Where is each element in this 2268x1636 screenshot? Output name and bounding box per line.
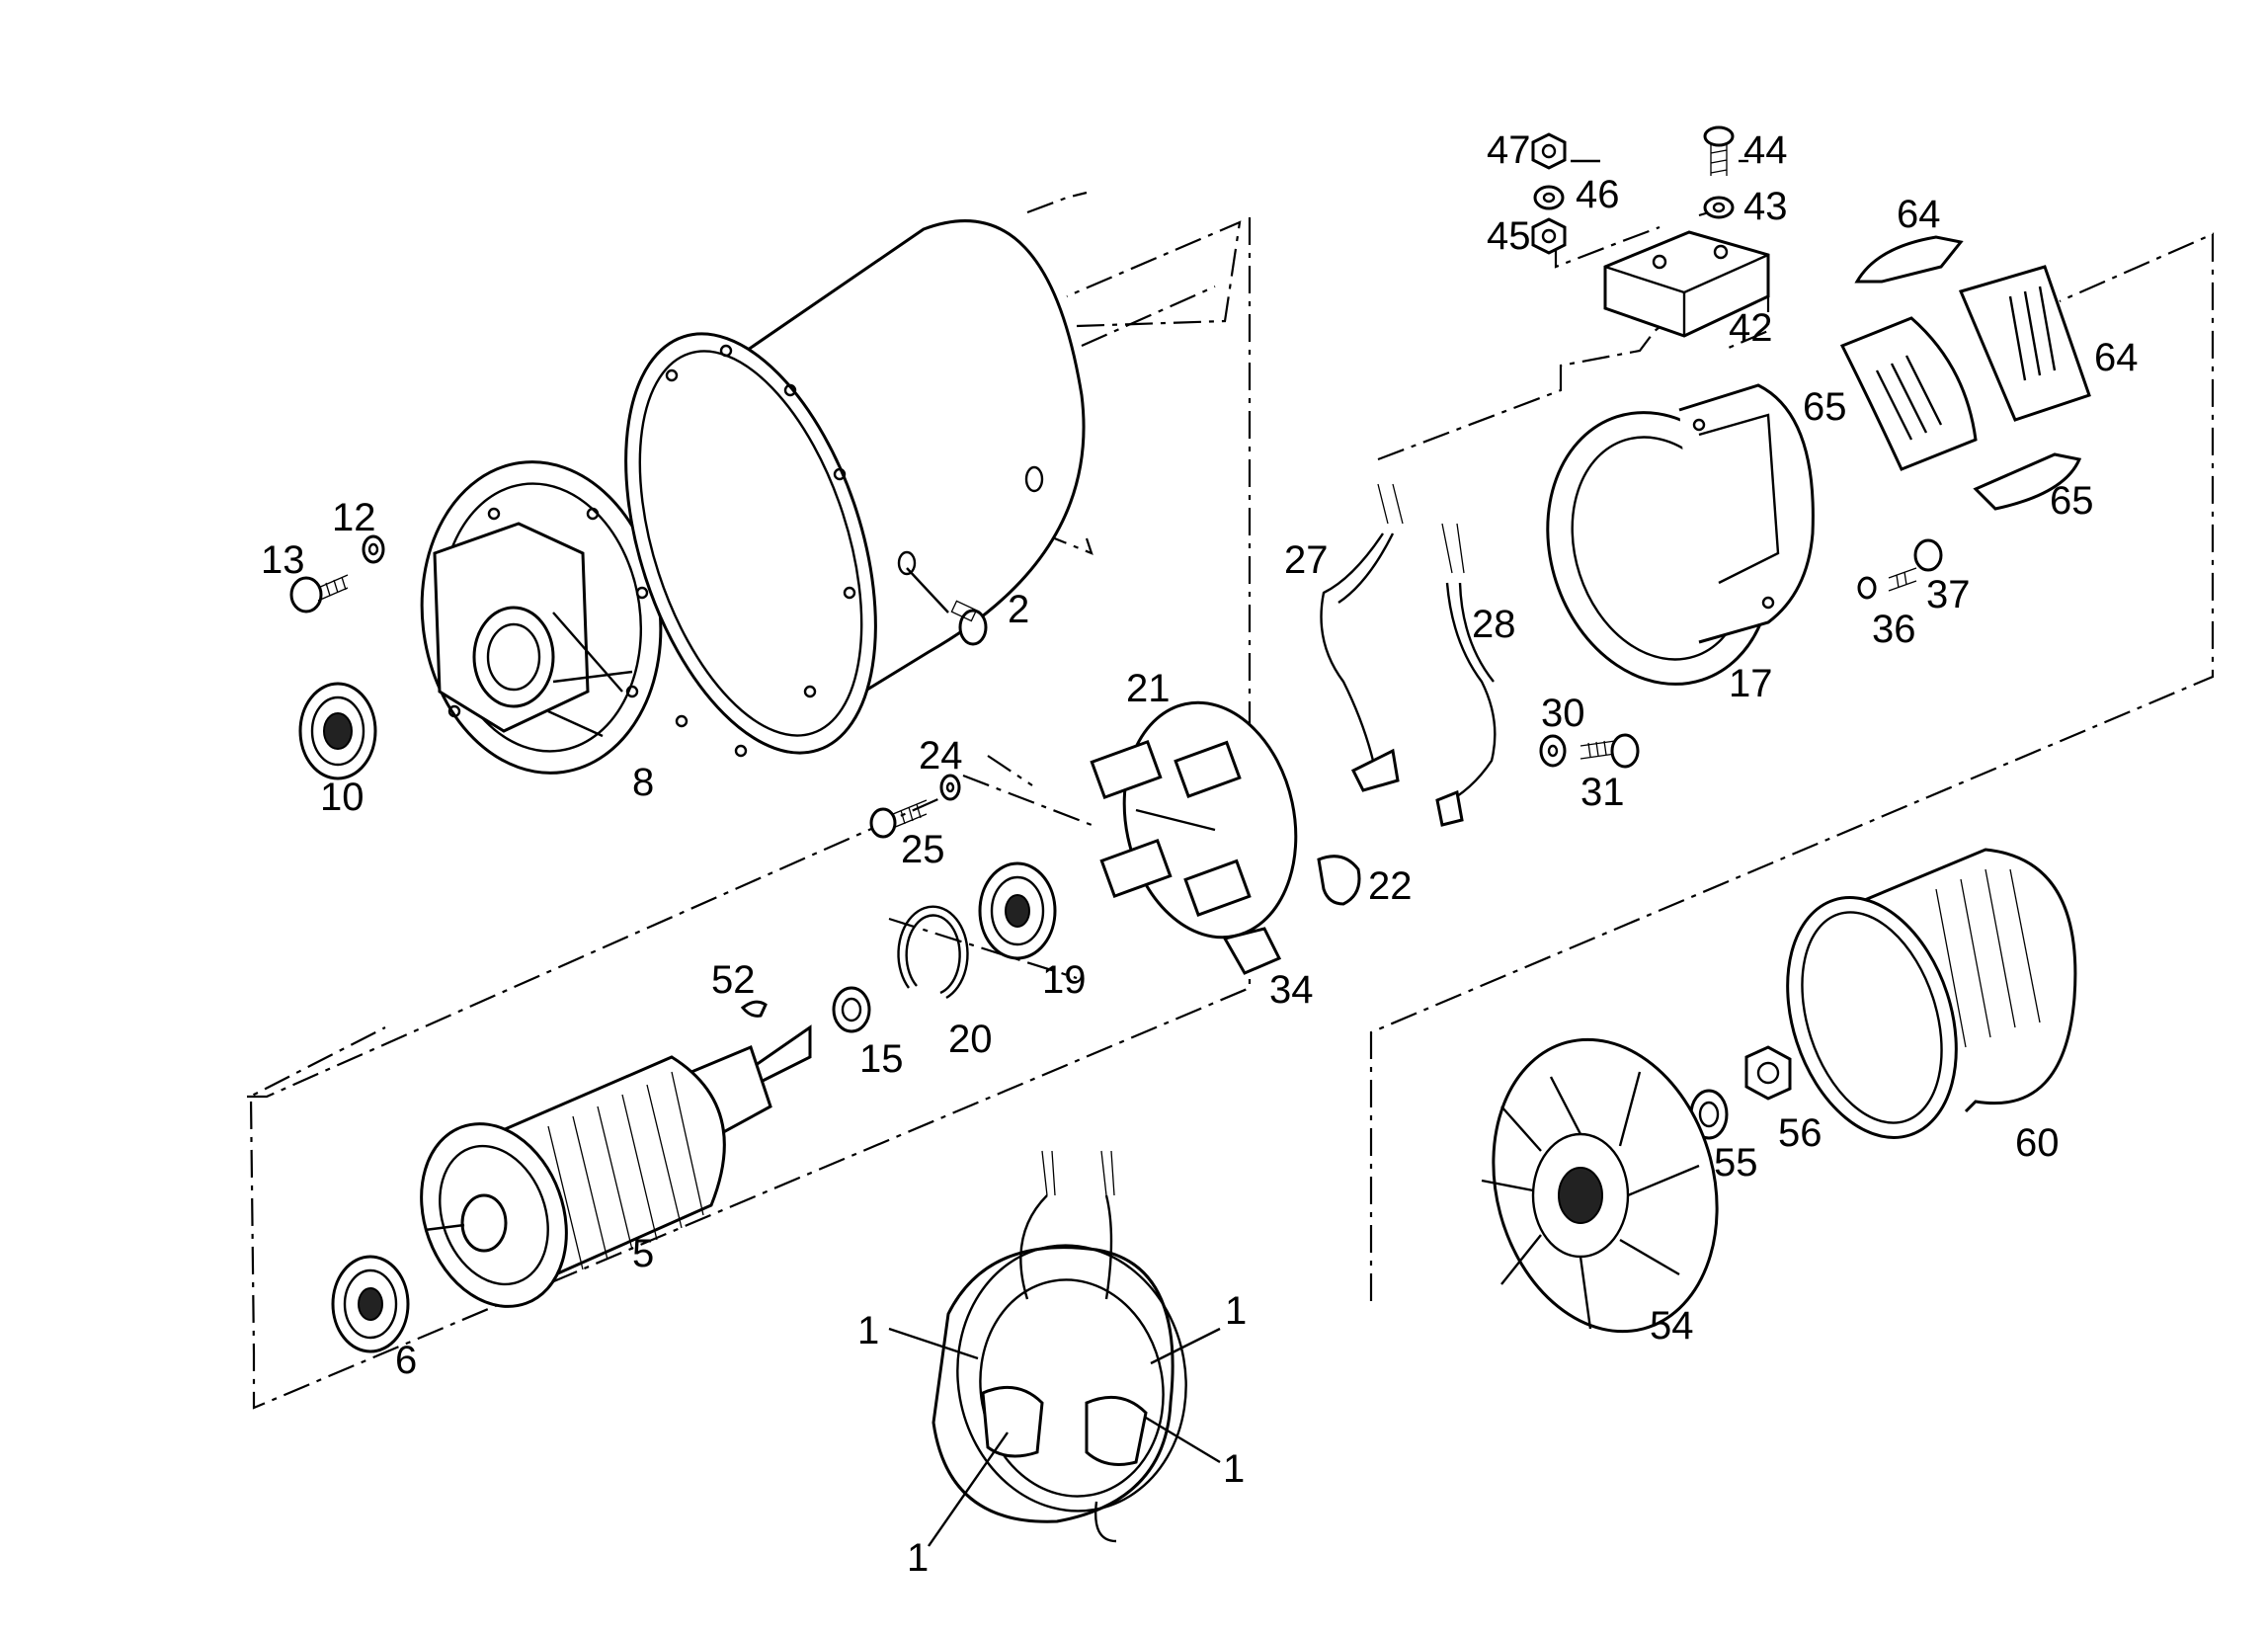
label-part-43: 43	[1743, 185, 1788, 228]
screw-part-44	[1703, 125, 1735, 176]
retaining-ring-part-20	[897, 905, 969, 1000]
label-part-27: 27	[1284, 538, 1329, 582]
brush-holder-part-21	[1090, 700, 1298, 940]
washer-part-24	[939, 774, 961, 801]
label-part-15: 15	[859, 1037, 904, 1081]
label-part-47: 47	[1487, 128, 1531, 172]
label-part-56: 56	[1778, 1111, 1822, 1155]
label-part-6: 6	[395, 1339, 417, 1382]
label-part-22: 22	[1368, 864, 1413, 908]
fan-part-54	[1481, 1037, 1719, 1334]
label-part-30: 30	[1541, 692, 1585, 735]
label-part-37: 37	[1926, 573, 1971, 616]
label-part-1-lower-right: 1	[1223, 1447, 1245, 1491]
washer-part-43	[1703, 196, 1735, 219]
ball-bearing-part-6	[331, 1255, 410, 1353]
label-part-8: 8	[632, 761, 654, 804]
label-part-2: 2	[1008, 588, 1029, 631]
fan-cover-part-60	[1786, 848, 2077, 1139]
key-part-52	[740, 1000, 768, 1018]
label-part-25: 25	[901, 828, 945, 871]
cover-part-65-bottom	[1973, 452, 2082, 511]
label-part-52: 52	[711, 958, 756, 1002]
nut-part-56	[1744, 1045, 1792, 1101]
end-shield-part-8	[420, 460, 663, 775]
stator-housing	[624, 219, 1086, 758]
field-coil-assembly-part-1	[932, 1150, 1187, 1543]
label-part-19: 19	[1042, 958, 1087, 1002]
screw-part-13	[289, 574, 349, 614]
cover-part-64-right	[1958, 265, 2091, 422]
washer-part-12	[362, 534, 385, 564]
label-part-5: 5	[632, 1232, 654, 1275]
label-part-36: 36	[1872, 608, 1916, 651]
label-part-64-top: 64	[1897, 193, 1941, 236]
cable-part-27	[1320, 483, 1404, 792]
screw-part-31	[1580, 733, 1640, 769]
carbon-brush-part-34	[1222, 927, 1282, 975]
label-part-1-upper-left: 1	[857, 1309, 879, 1352]
label-part-65-bottom: 65	[2050, 479, 2094, 523]
label-part-46: 46	[1576, 173, 1620, 216]
label-part-45: 45	[1487, 214, 1531, 258]
label-part-42: 42	[1729, 306, 1773, 350]
armature-part-5	[420, 1024, 812, 1308]
cover-part-65-left	[1839, 316, 1978, 471]
label-part-21: 21	[1126, 667, 1171, 710]
label-part-64-right: 64	[2094, 336, 2139, 379]
screw-part-25	[869, 799, 928, 839]
label-part-1-lower-left: 1	[907, 1536, 929, 1580]
clamp-part-22	[1317, 855, 1361, 906]
label-part-1-upper-right: 1	[1225, 1289, 1247, 1333]
leader-lines	[888, 159, 1748, 1547]
label-part-54: 54	[1650, 1304, 1694, 1348]
washer-part-36	[1857, 576, 1877, 600]
cover-part-64-top	[1854, 235, 1964, 284]
nut-part-47	[1531, 132, 1567, 170]
label-part-28: 28	[1472, 603, 1516, 646]
label-part-12: 12	[332, 496, 376, 539]
label-part-60: 60	[2015, 1121, 2060, 1165]
screw-part-2	[906, 567, 988, 646]
spacer-ring-part-15	[832, 986, 871, 1033]
ball-bearing-part-10	[298, 682, 377, 780]
label-part-65-left: 65	[1803, 385, 1847, 429]
terminal-block-part-42	[1603, 230, 1770, 338]
cable-part-28	[1435, 523, 1497, 827]
end-housing-part-17	[1546, 383, 1815, 686]
label-part-17: 17	[1729, 662, 1773, 705]
label-part-20: 20	[948, 1018, 993, 1061]
label-part-10: 10	[320, 776, 364, 819]
label-part-44: 44	[1743, 128, 1788, 172]
label-part-13: 13	[261, 538, 305, 582]
screw-part-37	[1888, 538, 1943, 592]
washer-part-30	[1539, 734, 1567, 768]
ball-bearing-part-19	[978, 861, 1057, 960]
label-part-34: 34	[1269, 968, 1314, 1012]
nut-part-45	[1531, 217, 1567, 255]
label-part-55: 55	[1714, 1141, 1758, 1185]
part-labels: 13 12 10 8 2 24 25 21 19 20 52 15 5 6 1 …	[261, 128, 2139, 1580]
washer-part-46	[1533, 185, 1565, 210]
label-part-31: 31	[1580, 771, 1625, 814]
label-part-24: 24	[919, 734, 963, 777]
